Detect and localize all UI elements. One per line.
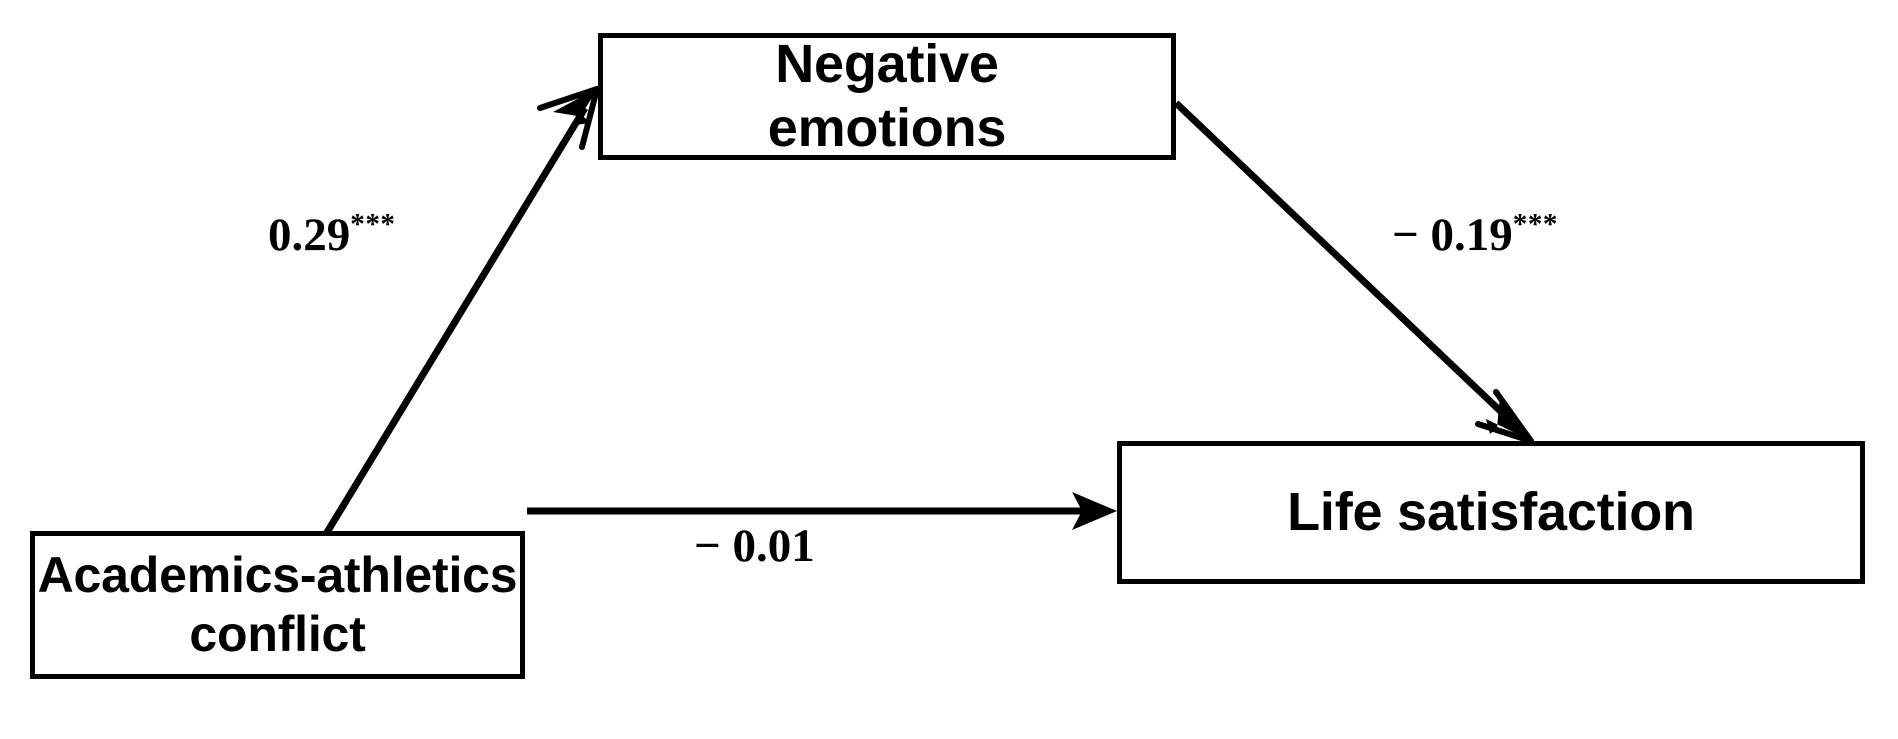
- node-academics-athletics-conflict: Academics-athletics conflict: [30, 531, 525, 679]
- node-negative-emotions-label: Negative emotions: [767, 33, 1007, 160]
- node-conflict-label: Academics-athletics conflict: [38, 546, 518, 664]
- path-label-c-value: − 0.01: [694, 520, 815, 572]
- path-label-b: − 0.19***: [1392, 209, 1558, 261]
- node-life-satisfaction: Life satisfaction: [1117, 441, 1865, 584]
- node-negative-emotions-line1: Negative: [775, 33, 999, 94]
- node-conflict-line1: Academics-athletics: [37, 547, 518, 603]
- path-label-c: − 0.01: [694, 523, 815, 570]
- path-label-b-value: − 0.19: [1392, 209, 1513, 261]
- path-label-a-stars: ***: [350, 208, 396, 241]
- path-b-arrow: [1173, 100, 1534, 444]
- path-c-arrow: [527, 492, 1117, 530]
- path-label-a: 0.29***: [268, 209, 395, 261]
- path-a-arrow: [323, 86, 600, 536]
- node-conflict-line2: conflict: [189, 606, 366, 662]
- node-negative-emotions-line2: emotions: [767, 97, 1007, 158]
- path-label-b-stars: ***: [1512, 208, 1558, 241]
- path-label-a-value: 0.29: [268, 209, 351, 261]
- node-life-satisfaction-line1: Life satisfaction: [1287, 481, 1695, 542]
- node-negative-emotions: Negative emotions: [598, 33, 1176, 160]
- node-life-satisfaction-label: Life satisfaction: [1287, 481, 1695, 545]
